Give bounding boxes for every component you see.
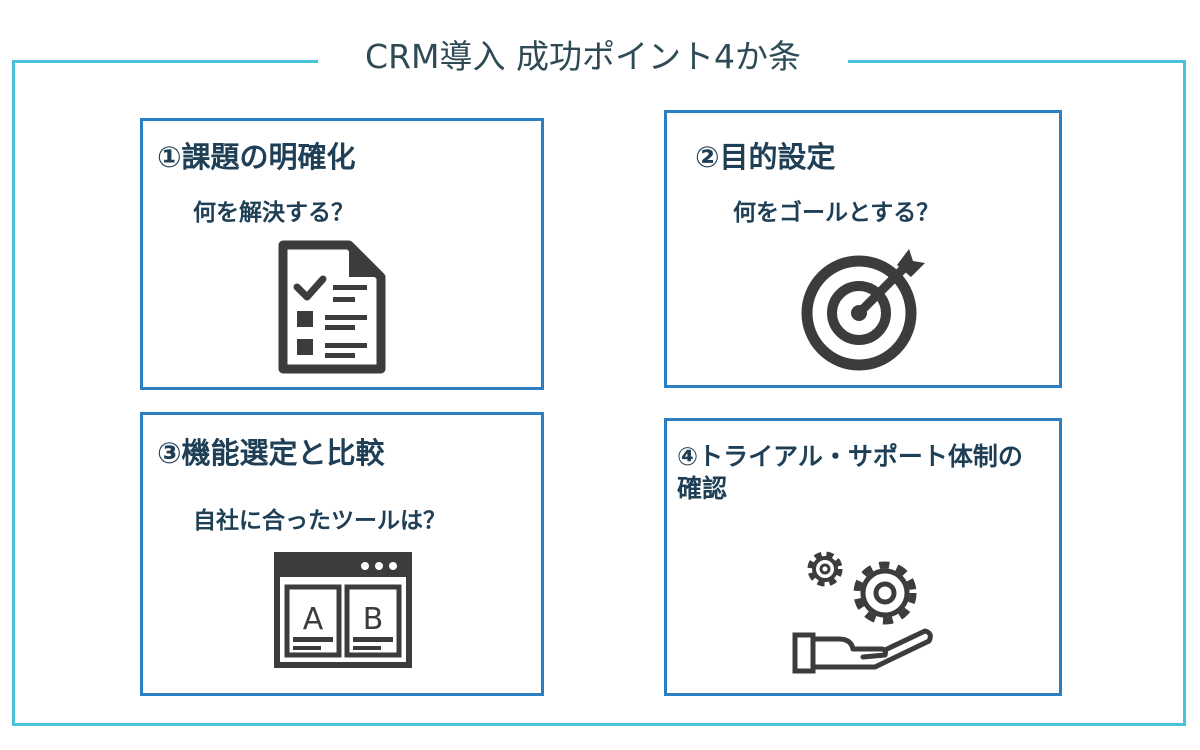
- card-title: ③機能選定と比較: [157, 436, 385, 470]
- card-title: ④トライアル・サポート体制の確認: [677, 442, 1023, 503]
- card-feature-comparison: ③機能選定と比較 自社に合ったツールは？ A B: [140, 412, 544, 696]
- svg-text:A: A: [303, 602, 324, 637]
- card-subtitle: 何をゴールとする？: [733, 200, 940, 226]
- ab-comparison-window-icon: A B: [274, 552, 412, 668]
- target-icon: [801, 249, 925, 371]
- card-problem-clarification: ①課題の明確化 何を解決する？: [140, 118, 544, 390]
- card-title: ①課題の明確化: [157, 140, 356, 174]
- card-trial-support: ④トライアル・サポート体制の確認: [664, 418, 1062, 696]
- svg-text:B: B: [363, 602, 384, 637]
- card-subtitle: 何を解決する？: [193, 200, 354, 226]
- card-goal-setting: ②目的設定 何をゴールとする？: [664, 110, 1062, 388]
- checklist-document-icon: [278, 240, 386, 374]
- gears-hand-support-icon: [792, 551, 933, 674]
- card-subtitle: 自社に合ったツールは？: [193, 508, 446, 534]
- page-title: CRM導入 成功ポイント4か条: [318, 34, 848, 80]
- card-title: ②目的設定: [695, 140, 836, 174]
